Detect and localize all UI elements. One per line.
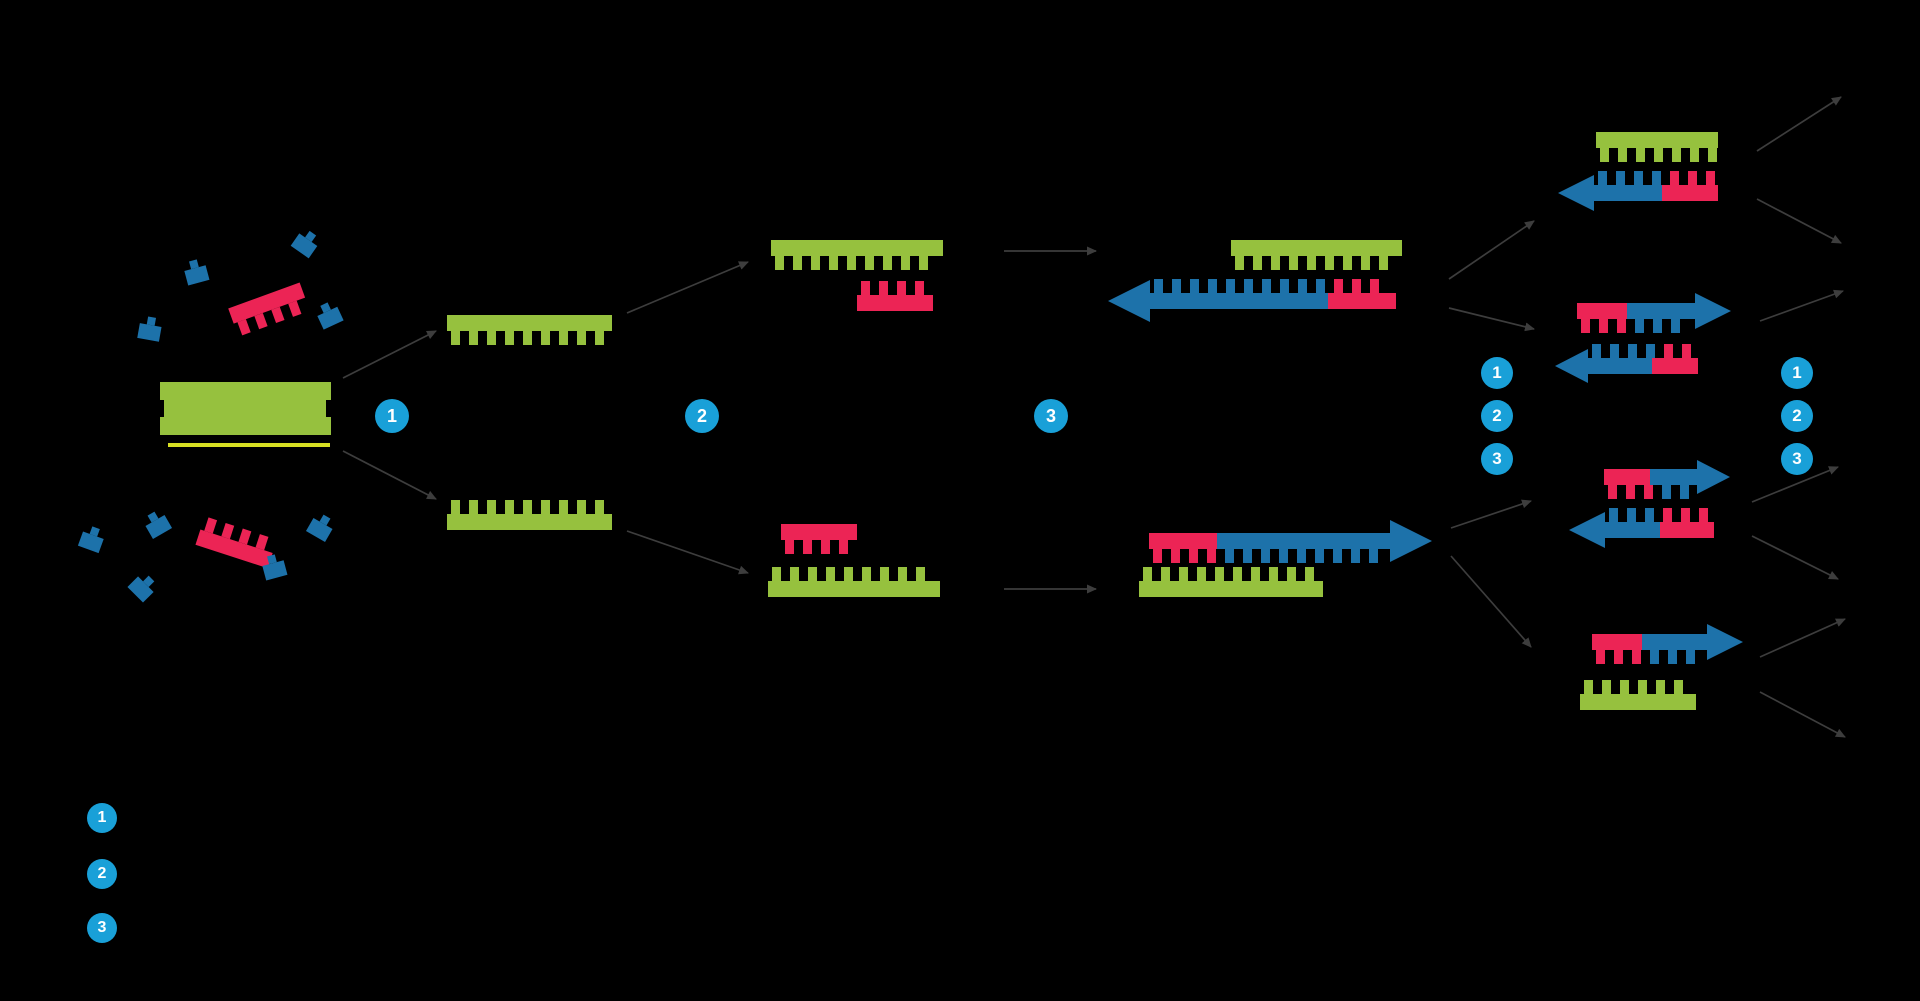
annealing-template-bottom	[768, 567, 940, 597]
polymerase-direction-arrowhead	[1707, 624, 1743, 660]
polymerase-direction-arrowhead	[1697, 460, 1730, 494]
flow-arrow-icon	[1756, 96, 1842, 152]
step-badge-extension: 3	[1034, 399, 1068, 433]
product1-template-strand	[1596, 132, 1718, 162]
extension-new-strand-bottom	[1149, 520, 1432, 563]
denatured-strand-bottom	[447, 500, 612, 530]
annealing-primer-top	[857, 281, 933, 311]
flow-arrow-icon	[342, 330, 437, 379]
polymerase-direction-arrowhead	[1558, 175, 1594, 211]
extension-template-top	[1231, 240, 1402, 270]
flow-arrow-icon	[1450, 499, 1532, 529]
nucleotide-icon	[77, 526, 104, 554]
polymerase-direction-arrowhead	[1390, 520, 1432, 562]
nucleotide-icon	[317, 302, 344, 330]
cycle-left-badge-2: 2	[1481, 400, 1513, 432]
extension-new-strand-top	[1108, 279, 1396, 322]
legend-badge-3: 3	[87, 913, 117, 943]
legend-badge-2: 2	[87, 859, 117, 889]
product1-new-strand	[1558, 171, 1718, 211]
product2-new-strand	[1577, 293, 1731, 333]
flow-arrow-icon	[1756, 198, 1842, 244]
flow-arrow-icon	[1448, 307, 1535, 332]
nucleotide-icon	[137, 316, 162, 342]
duplex-bottom-strand	[160, 400, 331, 435]
flow-arrow-icon	[1759, 289, 1844, 322]
cycle-right-badge-3: 3	[1781, 443, 1813, 475]
step-badge-annealing: 2	[685, 399, 719, 433]
product3-new-strand	[1569, 508, 1714, 548]
flow-arrow-icon	[1450, 555, 1532, 648]
product4-new-strand	[1592, 624, 1743, 664]
product4-template-strand	[1580, 680, 1696, 710]
flow-arrow-icon	[1448, 220, 1535, 280]
product2-template-strand	[1555, 344, 1698, 383]
step-badge-denaturation: 1	[375, 399, 409, 433]
flow-arrow-icon	[626, 530, 749, 575]
polymerase-direction-arrowhead	[1108, 280, 1150, 322]
flow-arrow-icon	[1751, 466, 1839, 503]
floating-primer-top	[228, 282, 306, 336]
flow-arrow-icon	[626, 261, 749, 314]
polymerase-direction-arrowhead	[1695, 293, 1731, 329]
polymerase-direction-arrowhead	[1569, 512, 1605, 548]
product3-template-strand	[1604, 460, 1730, 499]
nucleotide-icon	[262, 554, 288, 581]
nucleotide-icon	[184, 259, 210, 286]
polymerase-direction-arrowhead	[1555, 349, 1588, 383]
flow-arrow-icon	[342, 450, 437, 500]
cycle-right-badge-2: 2	[1781, 400, 1813, 432]
floating-primer-bottom	[195, 517, 273, 569]
cycle-left-badge-3: 3	[1481, 443, 1513, 475]
cycle-right-badge-1: 1	[1781, 357, 1813, 389]
duplex-top-strand	[160, 382, 331, 417]
annealing-primer-bottom	[781, 524, 857, 554]
nucleotide-icon	[145, 511, 173, 540]
flow-arrow-icon	[1759, 691, 1846, 738]
flow-arrow-icon	[1751, 535, 1839, 580]
highlight-underline	[168, 443, 330, 447]
nucleotide-icon	[290, 230, 318, 259]
extension-template-bottom	[1139, 567, 1323, 597]
flow-arrow-icon	[1759, 618, 1846, 658]
legend-badge-1: 1	[87, 803, 117, 833]
cycle-left-badge-1: 1	[1481, 357, 1513, 389]
nucleotide-icon	[127, 575, 155, 603]
nucleotide-icon	[305, 514, 333, 543]
annealing-template-top	[771, 240, 943, 270]
denatured-strand-top	[447, 315, 612, 345]
